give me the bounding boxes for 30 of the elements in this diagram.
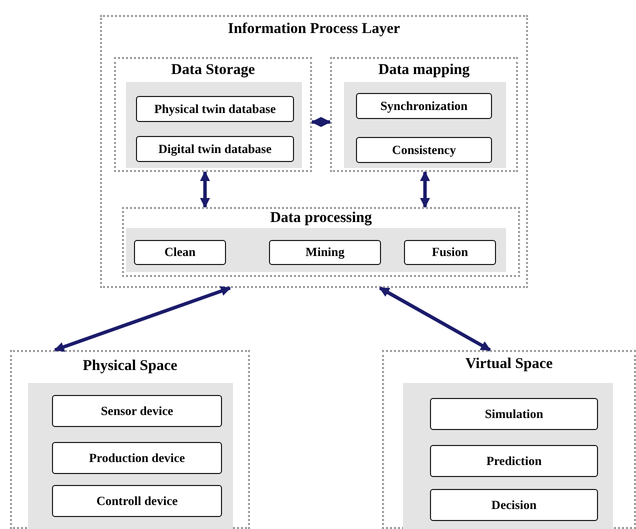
- double-arrow: [200, 171, 210, 208]
- dotted-group-frame: [122, 207, 520, 277]
- double-arrow: [379, 286, 491, 352]
- dotted-group-frame: [330, 57, 518, 172]
- group-title: Physical Space: [82, 358, 178, 375]
- process-box: Synchronization: [356, 93, 492, 119]
- process-box: Physical twin database: [136, 96, 294, 122]
- group-title: Data mapping: [378, 62, 470, 79]
- group-title: Data processing: [270, 210, 372, 227]
- process-box: Digital twin database: [136, 136, 294, 162]
- double-arrow: [311, 117, 331, 127]
- process-box: Consistency: [356, 137, 492, 163]
- group-title: Data Storage: [171, 62, 255, 79]
- double-arrow: [420, 171, 430, 208]
- process-box: Mining: [269, 240, 381, 265]
- group-title: Virtual Space: [465, 356, 553, 373]
- process-box: Production device: [52, 442, 222, 474]
- dotted-group-frame: [382, 350, 636, 529]
- process-box: Prediction: [430, 445, 598, 477]
- process-box: Decision: [430, 489, 598, 521]
- process-box: Controll device: [52, 485, 222, 517]
- dotted-group-frame: [100, 15, 528, 288]
- process-box: Sensor device: [52, 395, 222, 427]
- double-arrow: [54, 286, 231, 352]
- group-title: Information Process Layer: [228, 21, 400, 38]
- process-box: Fusion: [404, 240, 496, 265]
- process-box: Simulation: [430, 398, 598, 430]
- dotted-group-frame: [114, 57, 312, 172]
- dotted-group-frame: [10, 350, 250, 529]
- process-box: Clean: [134, 240, 226, 265]
